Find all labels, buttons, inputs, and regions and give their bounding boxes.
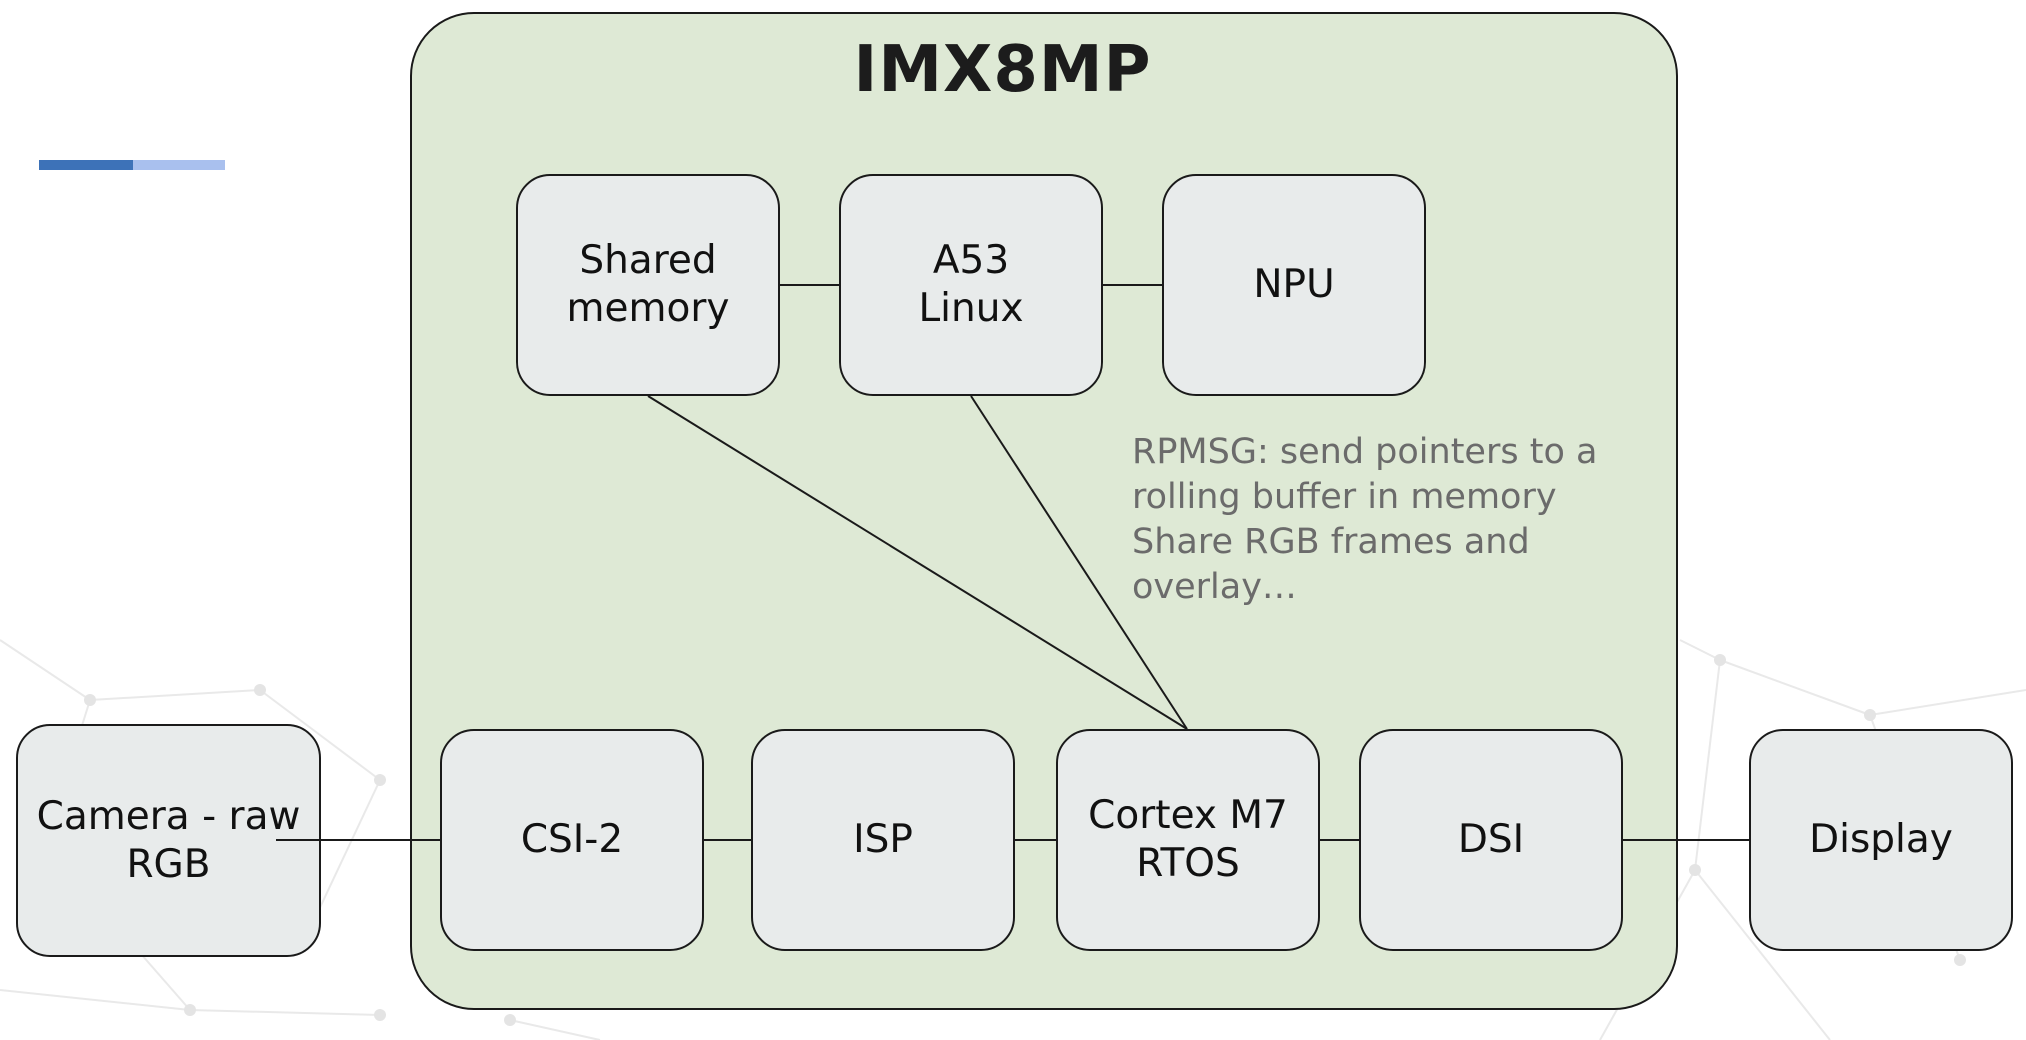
accent-bar-light <box>133 160 225 170</box>
npu-block: NPU <box>1162 174 1426 396</box>
isp-block: ISP <box>751 729 1015 951</box>
csi2-label: CSI-2 <box>520 817 624 862</box>
link-a53-m7 <box>970 395 1188 730</box>
cortex-m7-label: Cortex M7 RTOS <box>1088 793 1288 886</box>
isp-label: ISP <box>853 817 913 862</box>
cortex-m7-block: Cortex M7 RTOS <box>1056 729 1320 951</box>
a53-linux-label: A53 Linux <box>918 238 1024 331</box>
link-shared-memory-m7 <box>647 395 1188 730</box>
display-block: Display <box>1749 729 2013 951</box>
camera-label: Camera - raw RGB <box>36 793 301 887</box>
csi2-block: CSI-2 <box>440 729 704 951</box>
accent-bar-dark <box>39 160 133 170</box>
shared-memory-label: Shared memory <box>566 238 730 331</box>
camera-block <box>16 724 321 957</box>
a53-linux-block: A53 Linux <box>839 174 1103 396</box>
shared-memory-block: Shared memory <box>516 174 780 396</box>
dsi-label: DSI <box>1457 817 1525 862</box>
display-label: Display <box>1809 817 1953 862</box>
npu-label: NPU <box>1253 262 1335 307</box>
dsi-block: DSI <box>1359 729 1623 951</box>
imx8mp-title: IMX8MP <box>853 33 1152 107</box>
rpmsg-note: RPMSG: send pointers to a rolling buffer… <box>1132 432 1598 607</box>
